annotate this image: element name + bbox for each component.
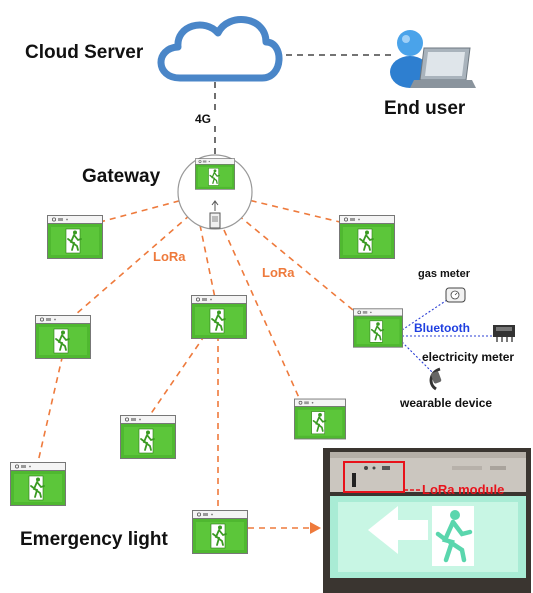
electricity-meter-icon xyxy=(493,325,515,342)
exit-sign-icon xyxy=(35,315,91,359)
exit-sign-icon xyxy=(192,510,248,554)
emergency-light-photo xyxy=(323,448,531,593)
wearable-device-label: wearable device xyxy=(399,396,492,410)
gateway-module-icon xyxy=(209,200,221,229)
exit-sign-icon xyxy=(47,215,103,259)
bluetooth-links xyxy=(401,297,492,373)
exit-sign-icon xyxy=(120,415,176,459)
bluetooth-label: Bluetooth xyxy=(414,321,470,335)
gas-meter-label: gas meter xyxy=(418,268,471,280)
exit-sign-icon xyxy=(195,158,235,190)
gas-meter-icon xyxy=(445,287,466,303)
exit-sign-icon xyxy=(294,398,346,440)
lora-module-highlight xyxy=(343,461,405,493)
emergency-light-label: Emergency light xyxy=(20,529,168,550)
laptop-user-icon xyxy=(390,30,476,88)
running-man-icon xyxy=(435,510,473,563)
exit-sign-icon xyxy=(191,295,247,339)
lora-links xyxy=(37,197,354,534)
end-user-label: End user xyxy=(384,98,466,119)
exit-sign-icon xyxy=(339,215,395,259)
lora-module-label: LoRa module xyxy=(422,482,504,497)
4g-label: 4G xyxy=(195,112,211,126)
electricity-meter-label: electricity meter xyxy=(422,350,514,364)
arrow-left-icon xyxy=(368,506,428,554)
wearable-icon xyxy=(429,367,442,391)
exit-sign-icon xyxy=(10,462,66,506)
lora-label-right: LoRa xyxy=(262,265,295,280)
exit-sign-icon xyxy=(353,308,403,348)
gateway-label: Gateway xyxy=(82,166,161,187)
cloud-icon xyxy=(157,16,283,82)
cloud-server-label: Cloud Server xyxy=(25,42,144,63)
lora-label-left: LoRa xyxy=(153,249,186,264)
